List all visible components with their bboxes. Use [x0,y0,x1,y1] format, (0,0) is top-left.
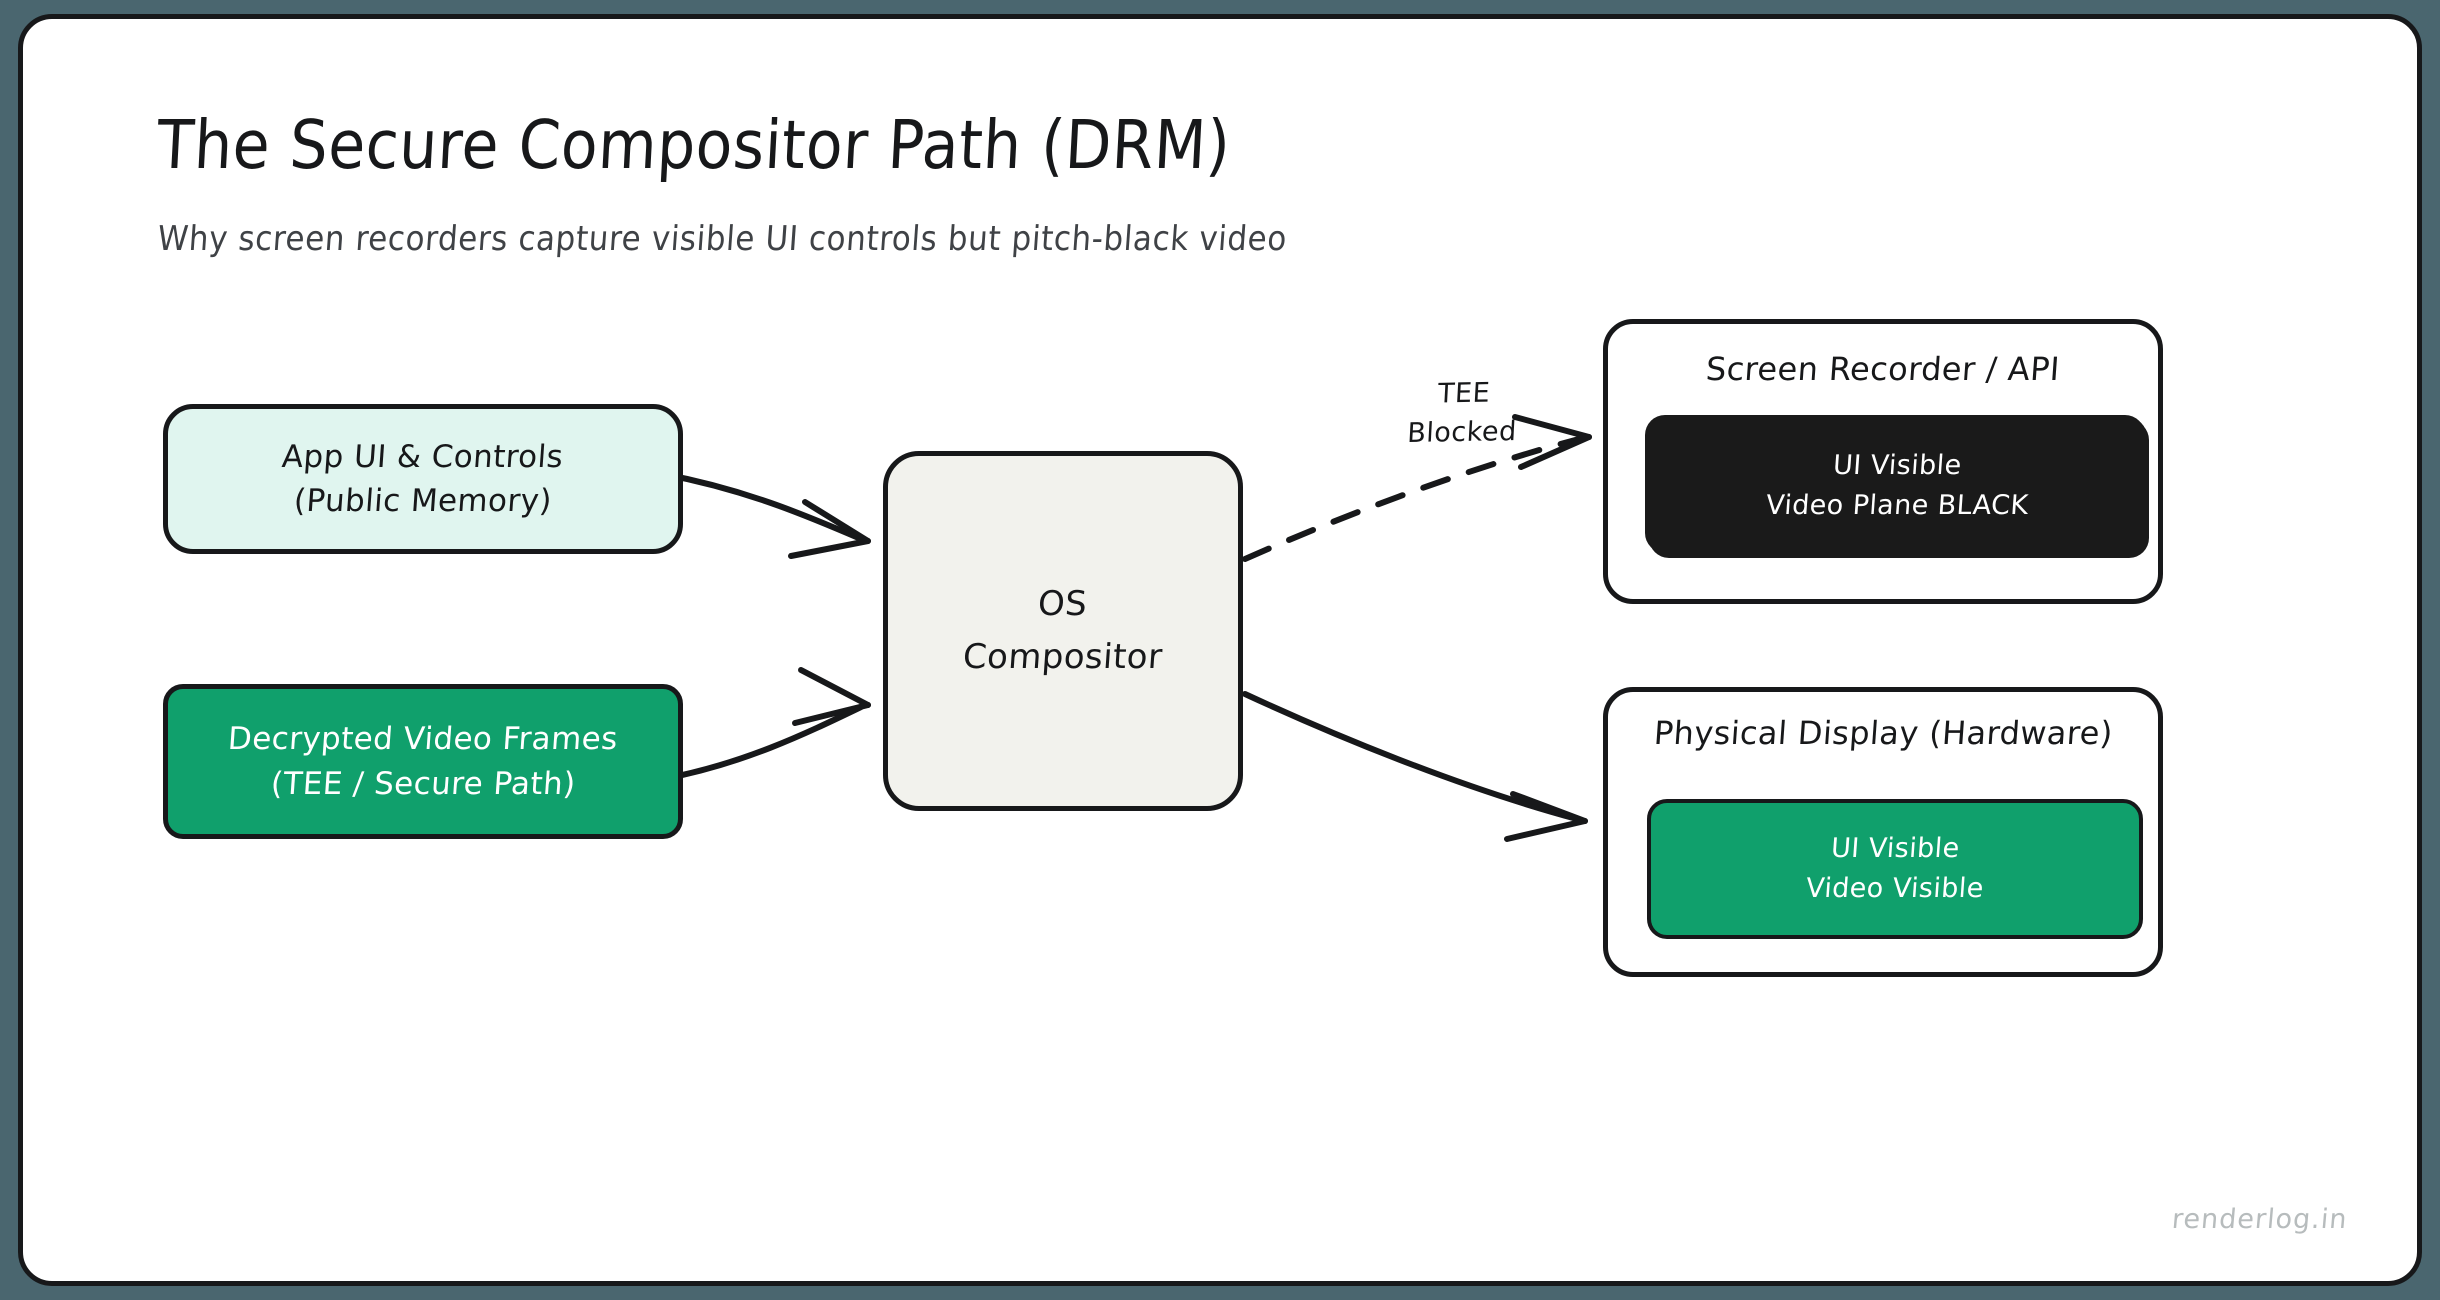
node-app-ui-controls[interactable]: App UI & Controls (Public Memory) [163,404,683,554]
tee-blocked-line-1: TEE [1437,377,1491,410]
diagram-card: The Secure Compositor Path (DRM) Why scr… [18,14,2422,1286]
node-physical-display-heading: Physical Display (Hardware) [1652,714,2114,752]
node-app-ui-line-2: (Public Memory) [292,483,554,519]
page-subtitle: Why screen recorders capture visible UI … [156,219,1289,259]
node-video-frames-line-2: (TEE / Secure Path) [269,765,577,802]
page-title: The Secure Compositor Path (DRM) [155,106,1233,185]
edge-app-ui-to-compositor [660,471,871,559]
edge-compositor-to-physical-display [1242,691,1588,842]
node-video-frames-line-1: Decrypted Video Frames [226,721,620,758]
watermark: renderlog.in [2170,1204,2349,1235]
node-app-ui-line-1: App UI & Controls [281,438,565,475]
plane-recorder-line-1: UI Visible [1831,449,1963,481]
node-compositor-line-1: OS [1037,584,1090,625]
plane-display-line-1: UI Visible [1829,832,1961,864]
plane-screen-recorder-output: UI Visible Video Plane BLACK [1647,417,2147,555]
node-os-compositor[interactable]: OS Compositor [883,451,1243,811]
edge-label-tee-blocked: TEE Blocked [1371,372,1555,453]
node-compositor-line-2: Compositor [961,637,1165,677]
node-screen-recorder-heading: Screen Recorder / API [1704,350,2062,388]
edge-video-frames-to-compositor [660,667,871,782]
tee-blocked-line-2: Blocked [1406,416,1518,450]
plane-recorder-line-2: Video Plane BLACK [1764,490,2030,521]
plane-display-line-2: Video Visible [1805,873,1985,904]
plane-physical-display-output: UI Visible Video Visible [1647,799,2143,939]
node-decrypted-video-frames[interactable]: Decrypted Video Frames (TEE / Secure Pat… [163,684,683,839]
